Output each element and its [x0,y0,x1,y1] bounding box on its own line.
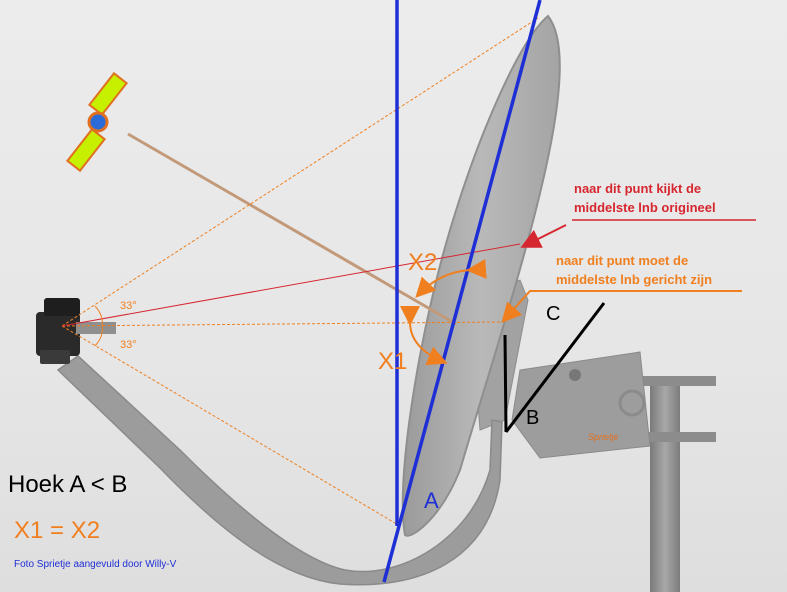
mast-pole [650,380,680,592]
rule-equal: X1 = X2 [14,517,100,544]
bracket-line-c [504,302,606,433]
label-33-top: 33° [120,300,137,312]
label-b: B [526,407,539,429]
label-c: C [546,303,560,325]
rule-angles: Hoek A < B [8,471,127,498]
angle-arc-33-bottom [94,325,103,347]
label-a: A [424,488,439,513]
note-orange-line-2: middelste lnb gericht zijn [556,272,712,287]
watermark: Sprietje [588,432,619,442]
lnb-head [36,298,116,364]
note-red-line-2: middelste lnb origineel [574,200,716,215]
angle-arc-33-top [94,305,103,327]
note-orange-line-1: naar dit punt moet de [556,253,688,268]
angle-arc-x2 [415,258,487,298]
bracket-bolt [618,389,646,417]
label-x1: X1 [378,348,407,375]
lnb-support-arm [56,355,503,586]
satellite-icon [65,71,129,173]
beam-center-original [61,243,521,327]
label-33-bottom: 33° [120,339,137,351]
bracket-line-b [503,334,508,433]
photo-credit: Foto Sprietje aangevuld door Willy-V [14,559,177,570]
bracket-bolt [569,369,581,381]
beam-edge-top [61,17,539,327]
orange-note-arrow [501,290,742,323]
note-red-line-1: naar dit punt kijkt de [574,181,701,196]
mast-clamp-top [626,376,716,386]
red-note-arrow [520,224,567,248]
mast-clamp-bottom [626,432,716,442]
angle-arc-x1 [399,305,448,366]
satellite-beam [127,132,457,326]
beam-edge-bottom [61,325,401,527]
mount-bracket [511,351,651,459]
label-x2: X2 [408,249,437,276]
